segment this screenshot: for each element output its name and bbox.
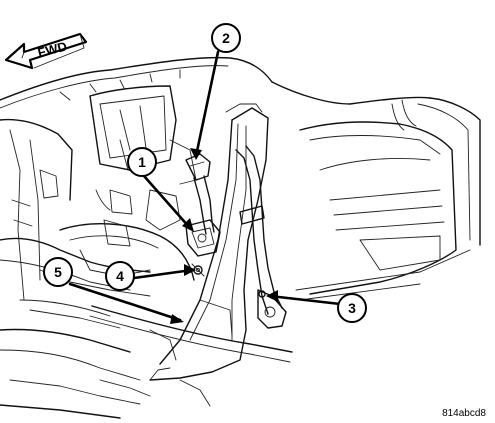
floor-panel — [89, 305, 293, 363]
leader-lines — [68, 50, 342, 322]
leader-arrowheads — [170, 148, 278, 324]
callout-1-number: 1 — [138, 154, 146, 170]
callout-3-number: 3 — [348, 300, 356, 316]
pillar-trim — [149, 103, 269, 381]
interior-structure — [0, 85, 233, 419]
callout-5-number: 5 — [54, 264, 62, 280]
image-code: 814abcd8 — [442, 408, 486, 419]
callout-3: 3 — [337, 293, 367, 323]
callout-2-number: 2 — [222, 30, 230, 46]
callout-1: 1 — [127, 147, 157, 177]
callout-4-number: 4 — [116, 268, 124, 284]
callout-2: 2 — [211, 23, 241, 53]
vehicle-body-frame — [0, 56, 481, 301]
callout-4: 4 — [105, 261, 135, 291]
callout-5: 5 — [43, 257, 73, 287]
fwd-label: FWD — [36, 39, 68, 61]
forward-arrow-icon: FWD — [4, 32, 88, 70]
